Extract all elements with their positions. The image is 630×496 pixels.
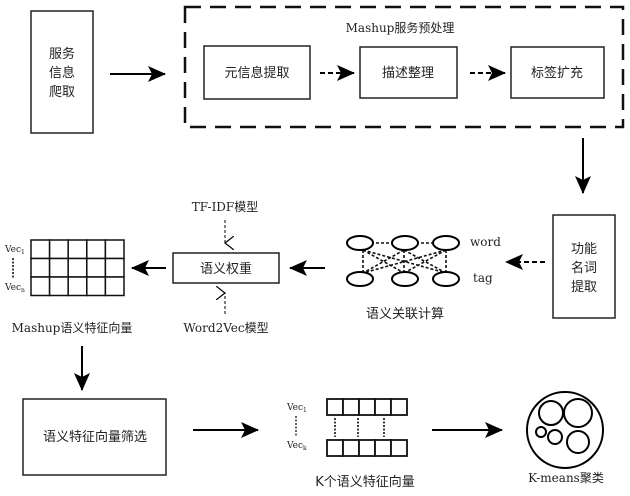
kvec-bottom-cell bbox=[326, 439, 344, 457]
kvec-row-last-label: Veck bbox=[286, 441, 307, 452]
tag-node-2 bbox=[391, 271, 419, 287]
matrix-cell bbox=[104, 257, 125, 278]
word-node-3 bbox=[432, 235, 460, 251]
cluster-2 bbox=[563, 398, 593, 428]
tfidf-model-label: TF-IDF模型 bbox=[192, 200, 259, 214]
matrix-cell bbox=[86, 257, 107, 278]
kmeans-caption: K-means聚类 bbox=[528, 471, 604, 485]
cluster-outer-circle bbox=[526, 391, 604, 469]
step-box-3 bbox=[510, 46, 605, 99]
matrix-cell bbox=[30, 239, 51, 260]
noun-extraction-box: 功能 名词 提取 bbox=[552, 214, 616, 319]
kvec-bottom-cell bbox=[358, 439, 376, 457]
matrix-cell bbox=[48, 276, 69, 297]
matrix-row-last-label: Vecn bbox=[4, 283, 25, 294]
word-node-2 bbox=[391, 235, 419, 251]
cluster-3 bbox=[535, 426, 547, 438]
matrix-cell bbox=[30, 257, 51, 278]
vector-filter-box: 语义特征向量筛选 bbox=[22, 398, 167, 476]
semantic-graph: word tag 语义关联计算 bbox=[346, 235, 501, 322]
kvec-top-cell bbox=[358, 398, 376, 416]
tag-node-3 bbox=[432, 271, 460, 287]
kvec-top-cell bbox=[374, 398, 392, 416]
vector-filter-label: 语义特征向量筛选 bbox=[43, 429, 147, 445]
step-box-1 bbox=[203, 45, 311, 100]
matrix-cell bbox=[48, 239, 69, 260]
matrix-cell bbox=[48, 257, 69, 278]
word-node-1 bbox=[346, 235, 374, 251]
matrix-cell bbox=[104, 239, 125, 260]
matrix-cell bbox=[30, 276, 51, 297]
kvec-bottom-cell bbox=[390, 439, 408, 457]
kvec-top-cell bbox=[342, 398, 360, 416]
matrix-cell bbox=[67, 257, 88, 278]
semantic-weight-box: TF-IDF模型 语义权重 Word2Vec模型 bbox=[172, 200, 280, 335]
kvec-bottom-cell bbox=[342, 439, 360, 457]
noun-box-line-3: 提取 bbox=[571, 279, 597, 295]
step-label-3: 标签扩充 bbox=[531, 65, 583, 81]
row-label-tag: tag bbox=[473, 271, 493, 285]
matrix-cell bbox=[67, 276, 88, 297]
row-label-word: word bbox=[470, 235, 501, 249]
kvec-bottom-cell bbox=[374, 439, 392, 457]
k-vectors: Vec1 Veck K个语义特征向量 bbox=[286, 398, 415, 490]
matrix-row-first-label: Vec1 bbox=[4, 245, 25, 256]
matrix-cell bbox=[67, 239, 88, 260]
preprocess-title: Mashup服务预处理 bbox=[346, 20, 455, 35]
cluster-5 bbox=[566, 430, 590, 454]
preprocess-group: Mashup服务预处理 元信息提取 描述整理 标签扩充 bbox=[183, 5, 625, 129]
matrix-cell bbox=[104, 276, 125, 297]
graph-edges bbox=[362, 242, 447, 274]
crawl-box-line-2: 信息 bbox=[49, 65, 75, 81]
crawl-box-line-1: 服务 bbox=[49, 46, 75, 62]
feature-matrix: Vec1 Vecn Mashup语义特征向量 bbox=[4, 239, 133, 335]
matrix-cell bbox=[86, 276, 107, 297]
feature-matrix-caption: Mashup语义特征向量 bbox=[12, 320, 133, 335]
crawl-box-line-3: 爬取 bbox=[49, 85, 75, 100]
noun-box-line-2: 名词 bbox=[571, 260, 597, 276]
step-box-2 bbox=[359, 46, 458, 99]
crawl-box: 服务 信息 爬取 bbox=[30, 10, 94, 134]
tag-node-1 bbox=[346, 271, 374, 287]
matrix-grid bbox=[30, 239, 125, 297]
step-label-1: 元信息提取 bbox=[224, 65, 289, 81]
matrix-cell bbox=[86, 239, 107, 260]
kvec-grid bbox=[326, 398, 408, 457]
semantic-graph-caption: 语义关联计算 bbox=[366, 307, 444, 322]
step-label-2: 描述整理 bbox=[382, 66, 434, 81]
k-vectors-caption: K个语义特征向量 bbox=[315, 474, 415, 490]
semantic-weight-label: 语义权重 bbox=[200, 261, 252, 277]
kvec-top-cell bbox=[390, 398, 408, 416]
cluster-1 bbox=[538, 400, 564, 426]
noun-box-line-1: 功能 bbox=[571, 242, 597, 257]
word2vec-model-label: Word2Vec模型 bbox=[183, 321, 268, 335]
kvec-top-cell bbox=[326, 398, 344, 416]
cluster-4 bbox=[547, 429, 563, 445]
kmeans-cluster-icon bbox=[526, 391, 604, 469]
kvec-row-first-label: Vec1 bbox=[286, 403, 307, 414]
